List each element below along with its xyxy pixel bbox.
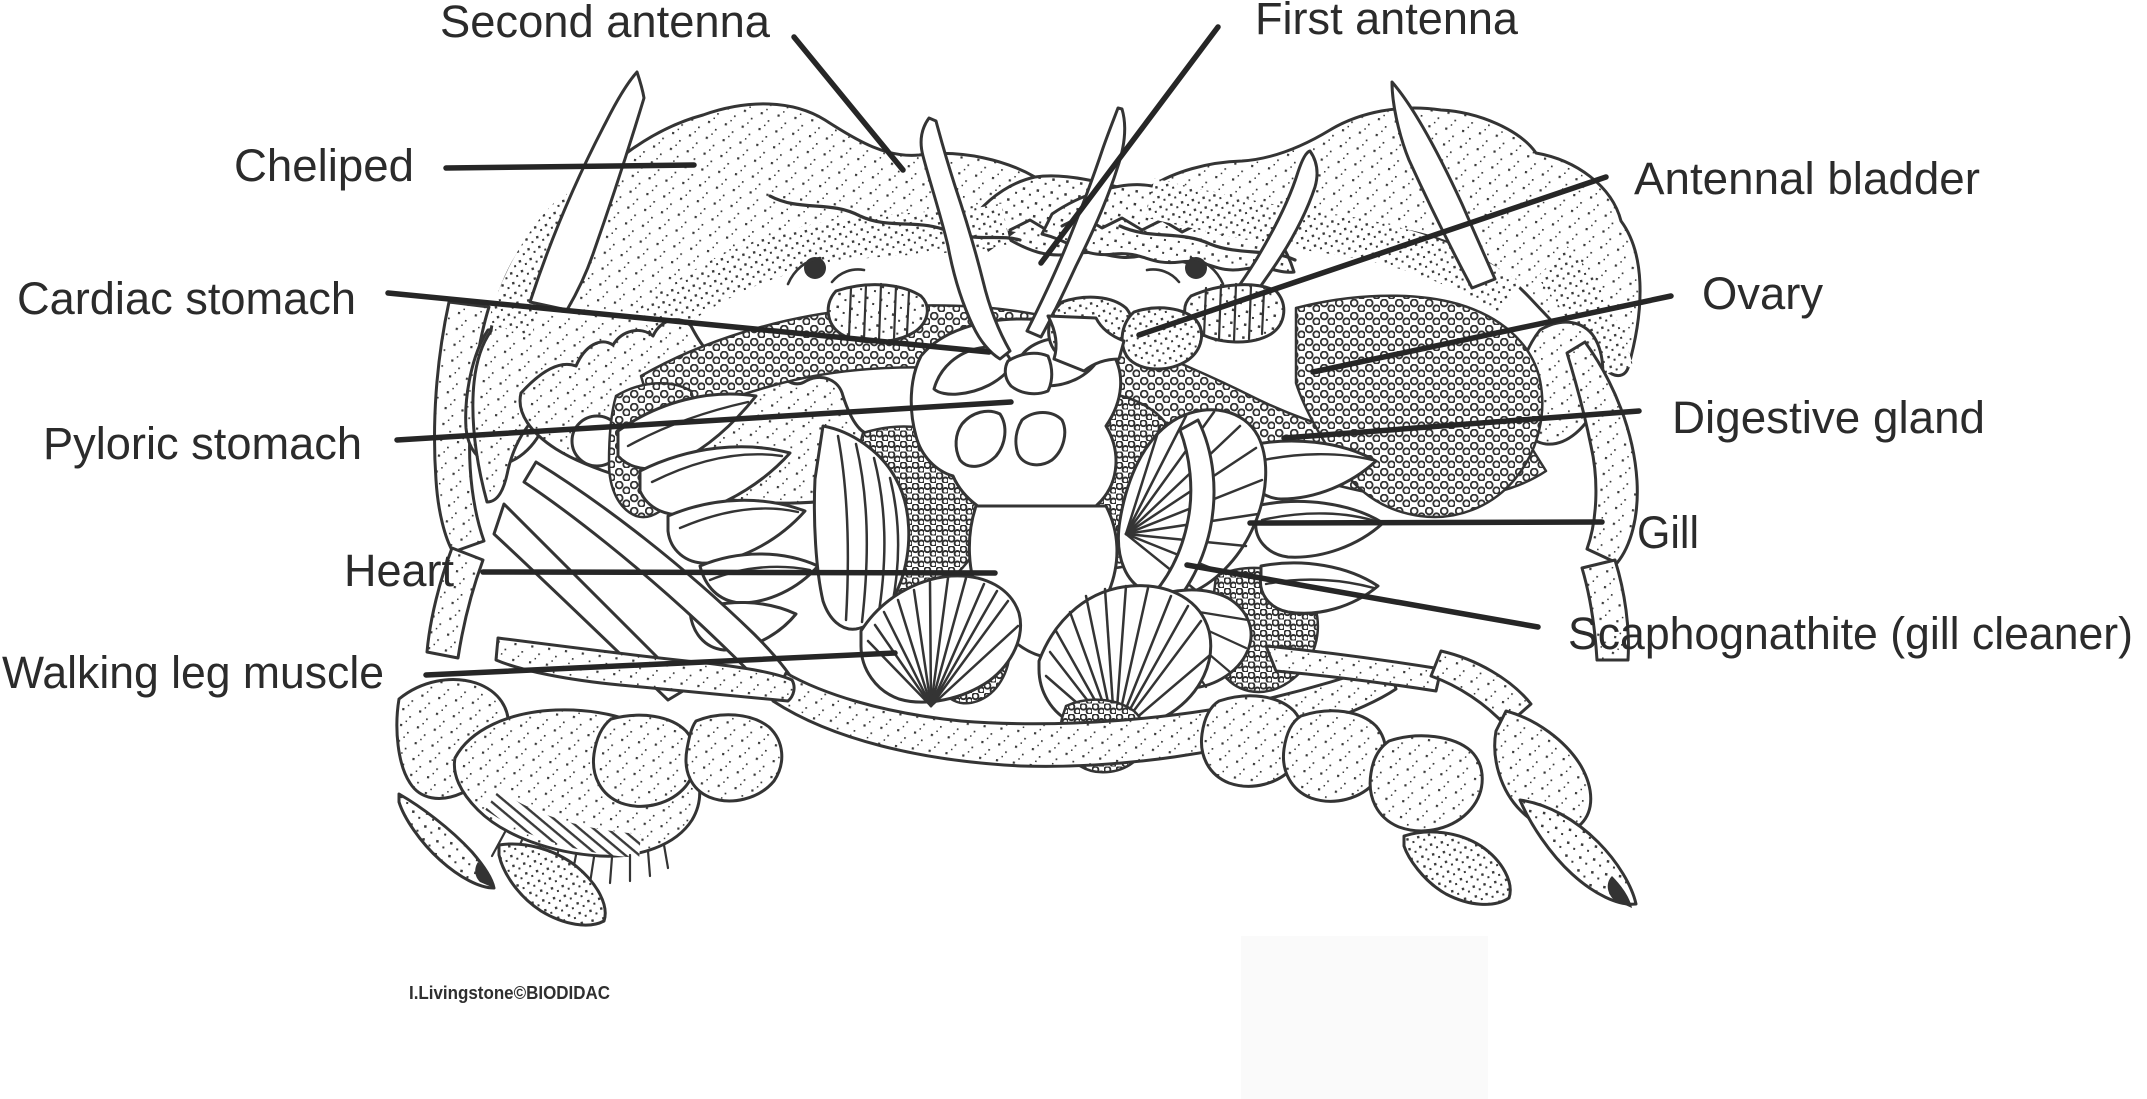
svg-text:Ovary: Ovary: [1702, 268, 1824, 319]
svg-text:Walking leg muscle: Walking leg muscle: [2, 647, 384, 698]
svg-text:Heart: Heart: [344, 545, 454, 596]
svg-text:Antennal bladder: Antennal bladder: [1634, 153, 1980, 204]
svg-text:Second antenna: Second antenna: [440, 0, 771, 47]
svg-text:Gill: Gill: [1637, 507, 1699, 558]
svg-text:Digestive gland: Digestive gland: [1672, 392, 1985, 443]
svg-text:Cheliped: Cheliped: [234, 140, 414, 191]
svg-text:First antenna: First antenna: [1255, 0, 1519, 44]
svg-text:Scaphognathite (gill cleaner): Scaphognathite (gill cleaner): [1568, 608, 2133, 659]
svg-text:Cardiac stomach: Cardiac stomach: [17, 273, 356, 324]
svg-text:I.Livingstone©BIODIDAC: I.Livingstone©BIODIDAC: [409, 983, 610, 1003]
svg-text:Pyloric stomach: Pyloric stomach: [43, 418, 362, 469]
